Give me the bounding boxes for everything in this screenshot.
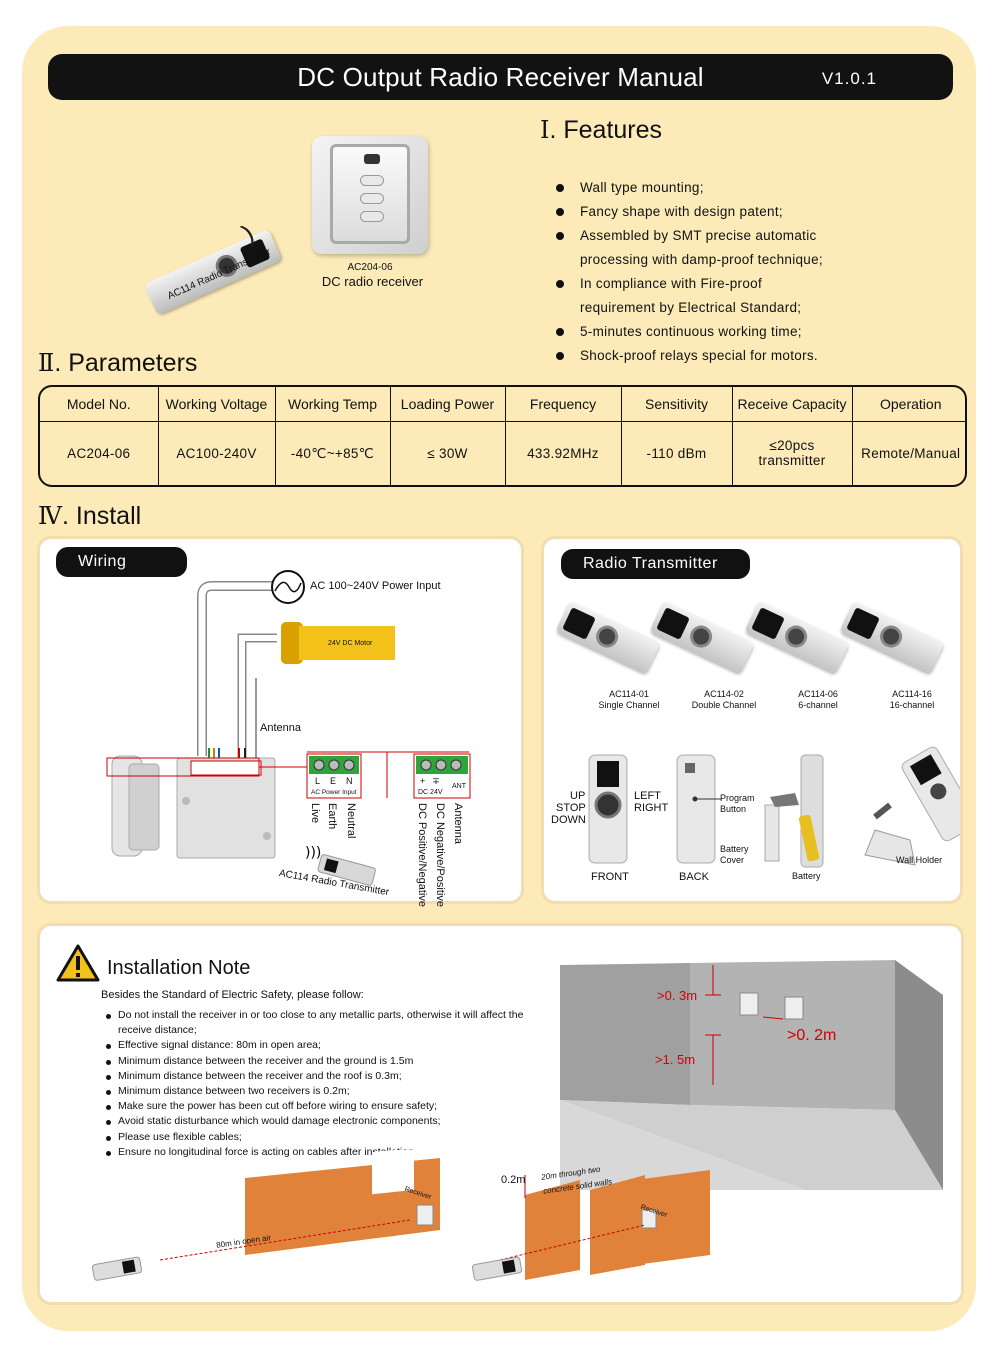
list-item: Ensure no longitudinal force is acting o… [104, 1145, 524, 1160]
version: V1.0.1 [821, 69, 877, 88]
radio-transmitter-title: Radio Transmitter [561, 549, 750, 579]
wiring-diagram: ))) [106, 570, 471, 886]
label-front: FRONT [591, 871, 629, 883]
feature-item: Wall type mounting; [556, 176, 956, 200]
installation-note-intro: Besides the Standard of Electric Safety,… [101, 989, 364, 1001]
list-item: Please use flexible cables; [104, 1130, 524, 1145]
between-distance: >0. 2m [787, 1027, 837, 1044]
ac-terminal-letters: LEN [315, 776, 363, 786]
list-item: Avoid static disturbance which would dam… [104, 1114, 524, 1129]
label-stop: STOP [556, 802, 586, 814]
list-item: Effective signal distance: 80m in open a… [104, 1038, 524, 1053]
antenna-label: Antenna [260, 722, 301, 734]
wire-live: Live [309, 803, 321, 824]
label-down: DOWN [551, 814, 586, 826]
wall-gap: 0.2m [501, 1174, 526, 1186]
receiver-image [312, 136, 428, 254]
feature-item: 5-minutes continuous working time; [556, 320, 956, 344]
label-left: LEFT [634, 790, 661, 802]
list-item: Minimum distance between the receiver an… [104, 1054, 524, 1069]
receiver-model: AC204-06 [347, 262, 393, 273]
ac-input-label: AC Power Input [311, 789, 357, 796]
manual-title: DC Output Radio Receiver Manual [297, 62, 704, 92]
wire-dc-pos: DC Positive/Negative [416, 803, 428, 907]
feature-item: Assembled by SMT precise automatic proce… [556, 224, 956, 272]
label-up: UP [570, 790, 586, 802]
wire-earth: Earth [326, 803, 338, 830]
list-item: Make sure the power has been cut off bef… [104, 1099, 524, 1114]
parameters-heading: Ⅱ. Parameters [38, 349, 198, 377]
features-heading: Ⅰ. Features [540, 116, 663, 144]
wire-dc-neg: DC Negative/Positive [434, 803, 446, 907]
label-back: BACK [679, 871, 709, 883]
wire-antenna: Antenna [452, 803, 464, 844]
ant-terminal: ANT [452, 783, 466, 790]
receiver-name: DC radio receiver [321, 274, 424, 289]
label-battery: Battery [792, 871, 821, 881]
installation-note-list: Do not install the receiver in or too cl… [104, 1008, 524, 1160]
wire-neutral: Neutral [345, 803, 357, 839]
transmitter-views [588, 746, 960, 868]
list-item: Minimum distance between two receivers i… [104, 1084, 524, 1099]
wiring-title: Wiring [56, 547, 187, 577]
power-input-label: AC 100~240V Power Input [310, 580, 441, 592]
label-right: RIGHT [634, 802, 669, 814]
dc-terminal-letters: +∓ [420, 776, 447, 786]
range-diagram [91, 1150, 710, 1281]
roof-distance: >0. 3m [657, 988, 698, 1003]
list-item: Do not install the receiver in or too cl… [104, 1008, 524, 1038]
installation-note-title: Installation Note [107, 957, 251, 979]
ground-distance: >1. 5m [655, 1052, 696, 1067]
label-wall-holder: Wall Holder [896, 855, 943, 865]
room-diagram [560, 960, 943, 1190]
features-list: Wall type mounting; Fancy shape with des… [556, 176, 956, 368]
dc-input-label: DC 24V [418, 789, 443, 796]
feature-item: Fancy shape with design patent; [556, 200, 956, 224]
warning-icon [56, 944, 100, 982]
install-heading: Ⅳ. Install [38, 502, 142, 530]
motor-label: 24V DC Motor [328, 640, 373, 647]
title-bar: DC Output Radio Receiver Manual V1.0.1 [48, 54, 953, 100]
feature-item: Shock-proof relays special for motors. [556, 344, 956, 368]
list-item: Minimum distance between the receiver an… [104, 1069, 524, 1084]
svg-text:))): ))) [305, 845, 321, 861]
